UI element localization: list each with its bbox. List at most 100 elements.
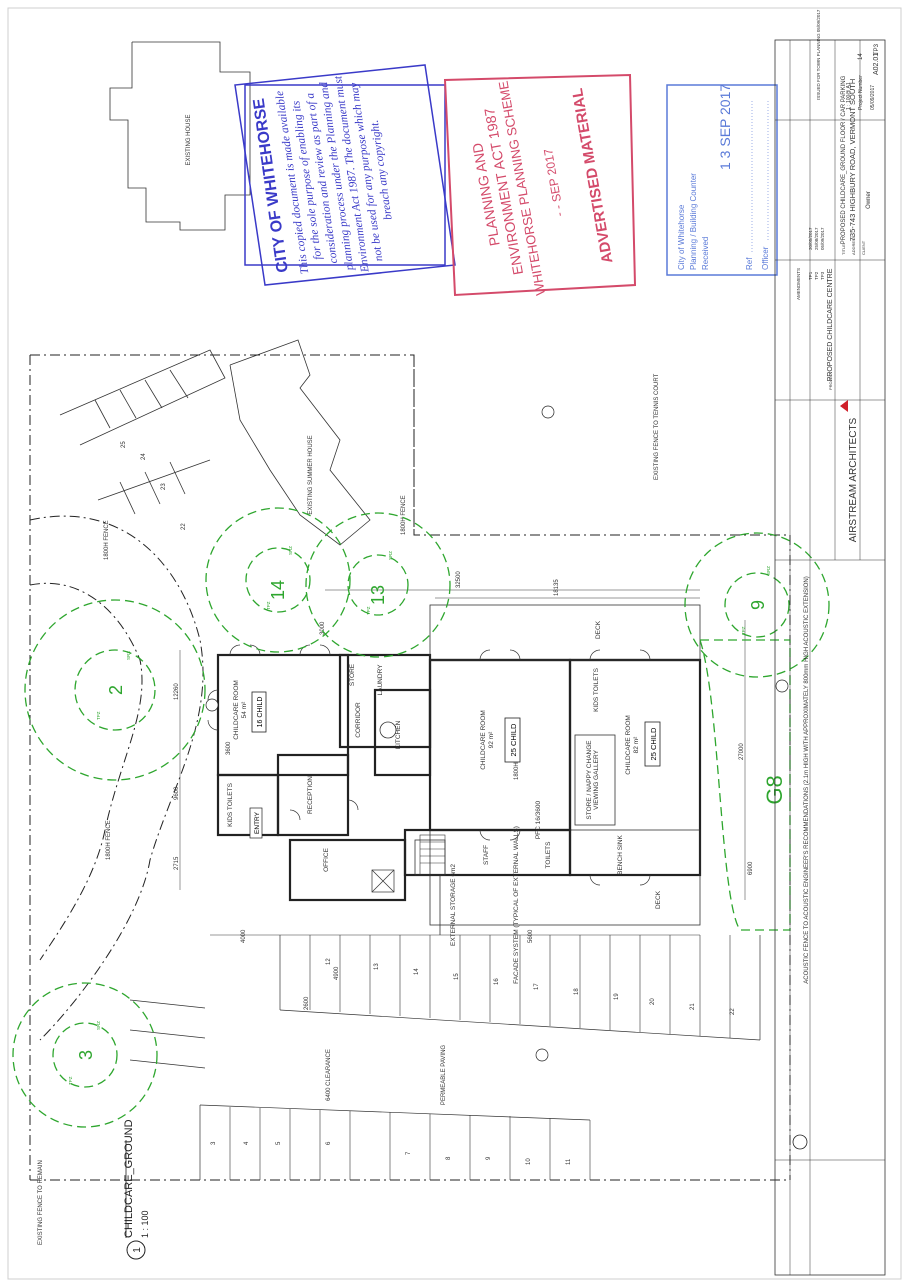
room-bench: BENCH SINK	[617, 834, 624, 874]
bay-3: 3	[211, 1141, 217, 1145]
view-number-circle	[126, 1240, 146, 1260]
top-bay-23: 23	[161, 483, 167, 490]
bay-14: 14	[414, 968, 420, 975]
room-store: STORE	[349, 663, 356, 686]
pfc-label: PFC 16/3600	[535, 800, 542, 839]
advertised-footer: ADVERTISED MATERIAL	[569, 87, 617, 264]
dim-overall: 32500	[456, 571, 462, 588]
bay-15: 15	[454, 973, 460, 980]
whitehorse-stamp-text: CITY OF WHITEHORSE This copied document …	[234, 64, 456, 286]
svg-text:SRZ: SRZ	[126, 651, 131, 660]
amendment-rev-1: TP1	[808, 271, 813, 280]
fence-1800-a-label: 1800H FENCE	[104, 520, 110, 560]
room-childcare-16: CHILDCARE ROOM	[233, 680, 240, 740]
top-parking-area	[59, 349, 226, 515]
section-markers	[205, 405, 789, 1062]
car-park-lines	[199, 935, 761, 1180]
existing-house-outline	[109, 41, 251, 231]
view-title: CHILDCARE_GROUND	[123, 1119, 135, 1238]
title-block-issued: ISSUED FOR TOWN PLANNING 05/09/2017	[816, 9, 821, 100]
lift-box	[371, 869, 395, 893]
bay-width-dim: 2600	[304, 996, 310, 1010]
bay-17: 17	[534, 983, 540, 990]
bay-4: 4	[244, 1141, 250, 1145]
received-date: 1 3 SEP 2017	[717, 84, 733, 170]
room-childcare-25b-area: 82 m²	[633, 736, 640, 753]
tree-9: 9 TPZ SRZ	[684, 532, 830, 678]
child-25a-label: 25 CHILD	[509, 723, 518, 757]
room-nappy-change: STORE / NAPPY CHANGE	[586, 740, 593, 820]
title-block-firm: AIRSTREAM ARCHITECTS	[848, 417, 859, 542]
room-childcare-25b: CHILDCARE ROOM	[625, 715, 632, 775]
svg-text:3: 3	[76, 1050, 96, 1060]
title-block-client-label: CLIENT	[861, 240, 866, 255]
svg-text:14: 14	[268, 580, 288, 600]
svg-text:TPZ: TPZ	[366, 606, 371, 615]
svg-text:TPZ: TPZ	[741, 626, 746, 635]
room-corridor: CORRIDOR	[355, 702, 362, 738]
room-reception: RECEPTION	[307, 776, 314, 814]
top-bay-24: 24	[141, 453, 147, 460]
bay-length-dim: 4900	[334, 966, 340, 980]
building-walls	[216, 604, 702, 935]
existing-summer-house-label: EXISTING SUMMER HOUSE	[308, 435, 314, 514]
dim-d11: 6900	[748, 861, 754, 875]
firm-logo-icon	[840, 400, 848, 412]
svg-text:TPZ: TPZ	[68, 1076, 73, 1085]
curved-fence	[29, 515, 204, 1041]
amendment-date-2: 25/08/2017	[814, 227, 819, 250]
amendment-rev-2: TP2	[814, 271, 819, 280]
svg-text:TPZ: TPZ	[96, 711, 101, 720]
title-block-scale: 1 : 100@ A1	[846, 82, 852, 110]
north-arrow-icon	[792, 1134, 808, 1150]
entry-label: ENTRY	[254, 811, 261, 834]
bay-10: 10	[526, 1158, 532, 1165]
bay-22: 22	[730, 1008, 736, 1015]
svg-text:TPZ: TPZ	[266, 601, 271, 610]
svg-text:SRZ: SRZ	[766, 566, 771, 575]
child-25b-box	[644, 721, 661, 767]
bay-11: 11	[566, 1158, 572, 1165]
room-childcare-25a-area: 92 m²	[488, 731, 495, 748]
view-scale: 1 : 100	[140, 1210, 150, 1238]
title-block-drawing-number: A02.01	[873, 53, 880, 75]
received-ref: Ref	[745, 257, 754, 270]
bay-8: 8	[446, 1156, 452, 1160]
boundary-top	[30, 354, 791, 1180]
dimension-lines	[179, 589, 746, 936]
room-kitchen: KITCHEN	[395, 720, 402, 749]
tree-g8: G8	[699, 639, 791, 931]
kitchen-table	[379, 721, 397, 739]
dim-d3: 9600	[174, 786, 180, 800]
view-number: 1	[132, 1247, 143, 1253]
tree-14: 14 TPZ SRZ	[205, 507, 351, 653]
small-bays	[129, 999, 206, 1069]
title-block-date: 05/09/2017	[870, 85, 876, 110]
received-line1: City of Whitehorse	[677, 204, 686, 270]
car-bay-dividers	[229, 935, 731, 1180]
bay-18: 18	[574, 988, 580, 995]
amendment-date-1: 30/05/2017	[808, 227, 813, 250]
title-block	[774, 39, 886, 1276]
existing-house-label: EXISTING HOUSE	[186, 114, 192, 165]
facade-label: FACADE SYSTEM (TYPICAL OF EXTERNAL WALLS…	[513, 826, 520, 984]
acoustic-note: ACOUSTIC FENCE TO ACOUSTIC ENGINEER'S RE…	[804, 576, 810, 984]
tennis-fence-label: EXISTING FENCE TO TENNIS COURT	[654, 373, 660, 480]
svg-text:13: 13	[368, 585, 388, 605]
bay-13: 13	[374, 963, 380, 970]
bay-12: 12	[326, 958, 332, 965]
permeable-paving-label: PERMEABLE PAVING	[441, 1045, 447, 1105]
title-block-amendments-label: AMENDMENTS	[796, 268, 801, 300]
svg-text:9: 9	[748, 600, 768, 610]
svg-text:2: 2	[106, 685, 126, 695]
title-block-project-number-label: Project Number	[858, 75, 864, 110]
room-childcare-25a: CHILDCARE ROOM	[480, 710, 487, 770]
existing-fence-note: EXISTING FENCE TO REMAIN	[38, 1160, 44, 1245]
bay-16: 16	[494, 978, 500, 985]
bay-6: 6	[326, 1141, 332, 1145]
dim-d7: 12260	[174, 683, 180, 700]
child-16-box	[251, 691, 267, 733]
received-line3: Received	[701, 237, 710, 270]
room-staff-toilets: TOILETS	[545, 841, 552, 869]
